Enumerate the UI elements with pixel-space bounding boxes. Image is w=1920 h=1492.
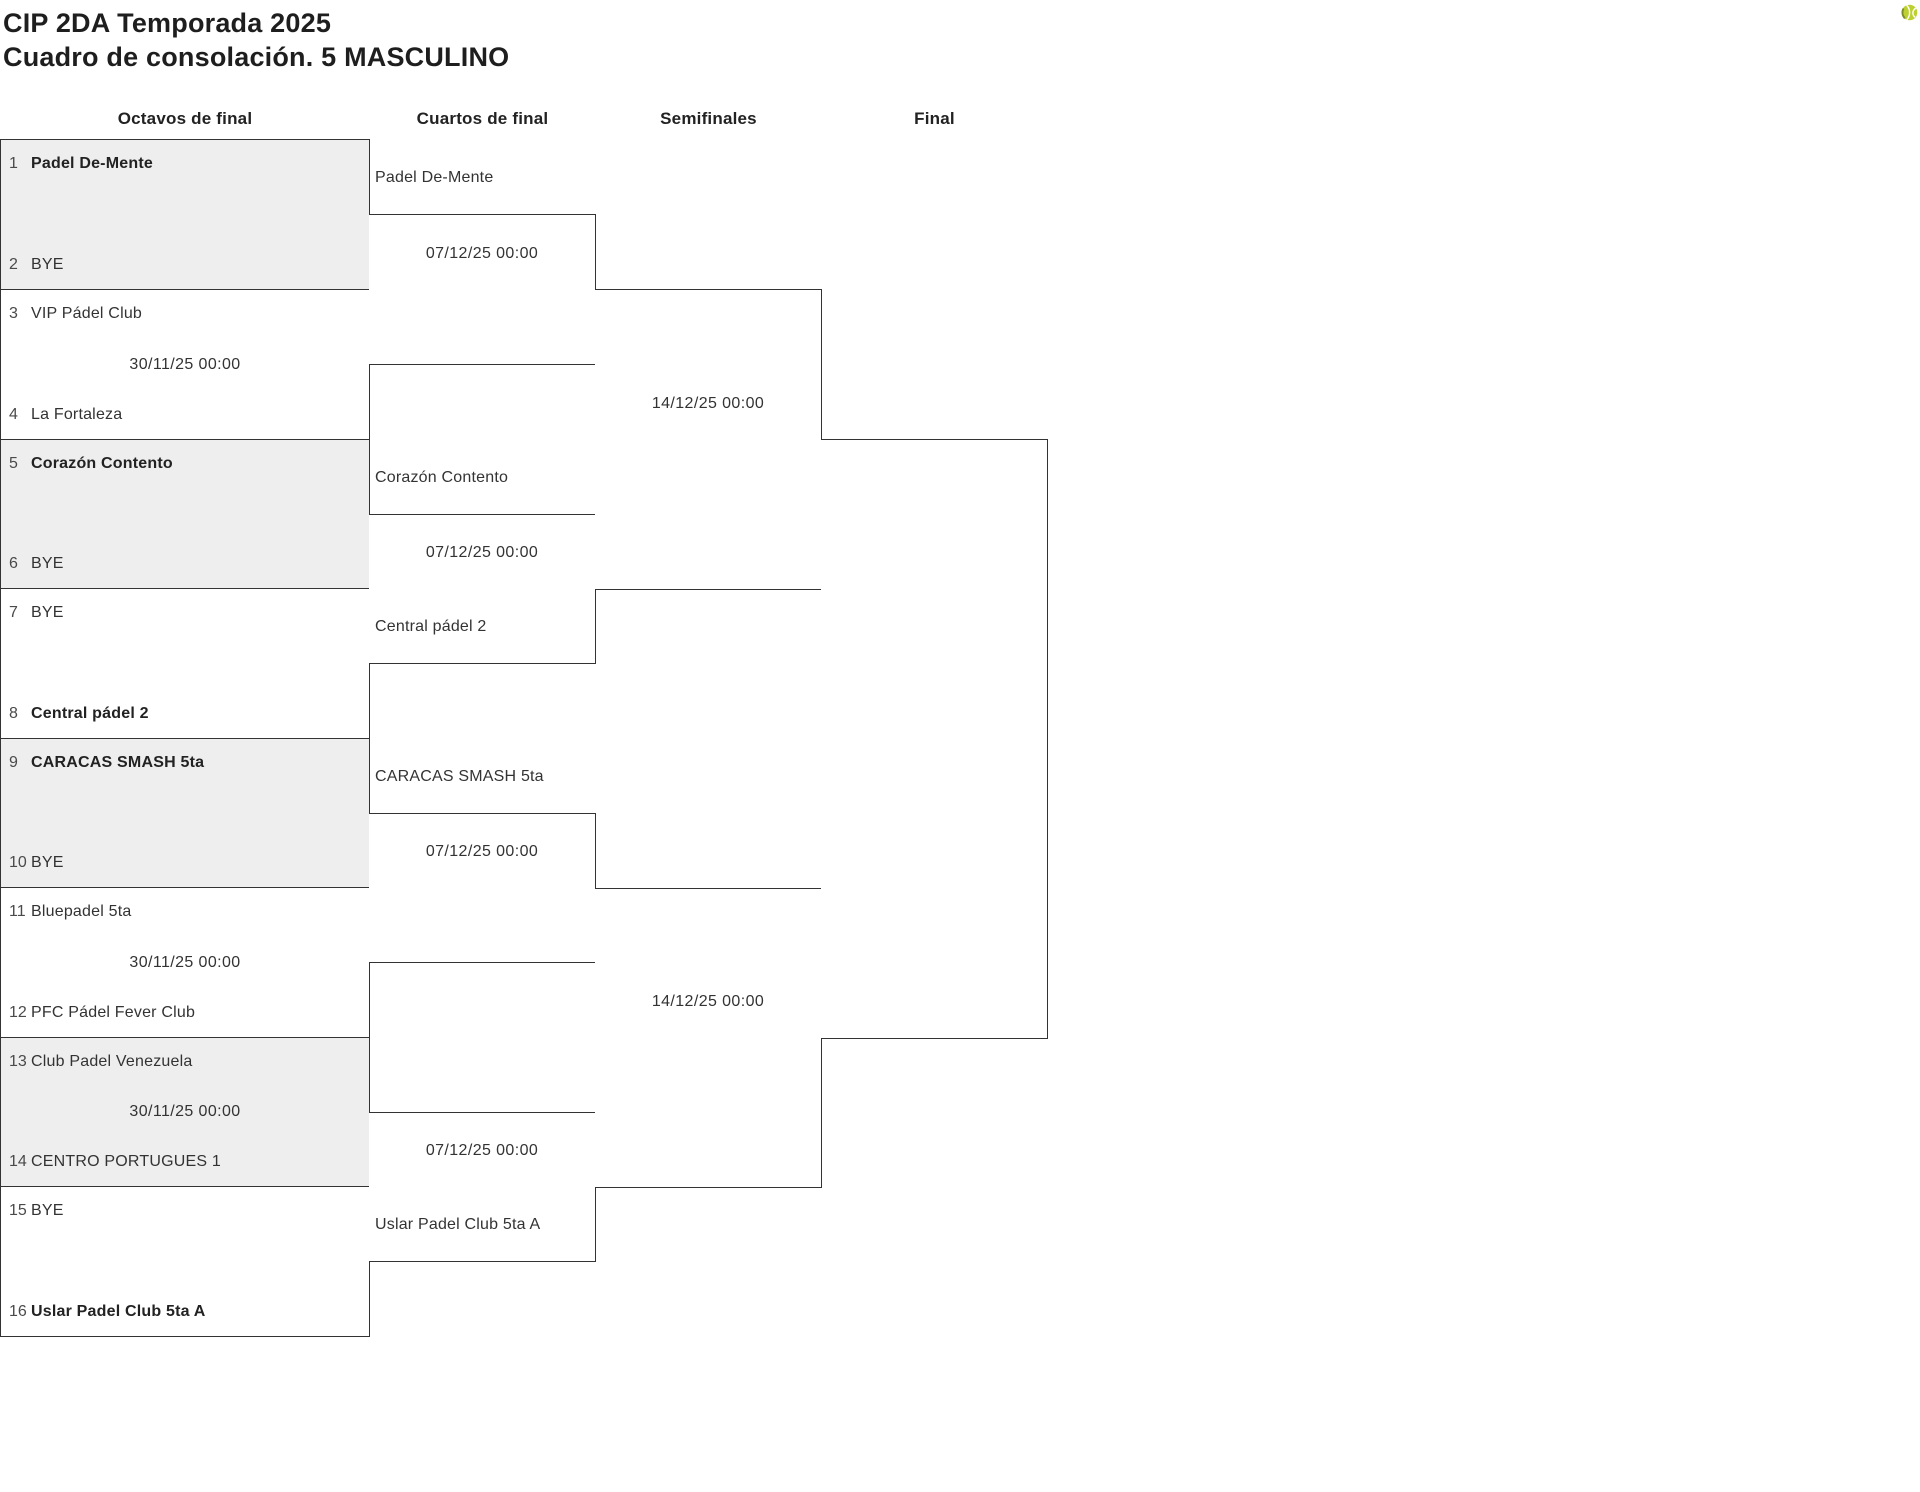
team-name: Padel De-Mente [31, 155, 153, 172]
match-octavos-4: 7 BYE 8 Central pádel 2 [0, 588, 370, 739]
team-seed: 15 [9, 1202, 27, 1219]
match-final [821, 439, 1048, 1039]
team-seed: 14 [9, 1153, 27, 1170]
team-slot: 2 BYE [9, 256, 363, 274]
team-name: BYE [31, 256, 64, 273]
team-seed: 5 [9, 455, 18, 472]
tennis-ball-icon [1901, 4, 1918, 21]
team-slot: 13 Club Padel Venezuela [9, 1053, 363, 1071]
match-cuartos-2: Corazón Contento 07/12/25 00:00 Central … [369, 469, 596, 664]
team-slot: 5 Corazón Contento [9, 455, 363, 473]
team-name: BYE [31, 604, 64, 621]
team-name: CENTRO PORTUGUES 1 [31, 1153, 221, 1170]
round-header-octavos: Octavos de final [117, 109, 253, 128]
team-name: Bluepadel 5ta [31, 903, 132, 920]
team-slot: 16 Uslar Padel Club 5ta A [9, 1303, 363, 1321]
match-cuartos-1: Padel De-Mente 07/12/25 00:00 [369, 169, 596, 365]
match-date: 30/11/25 00:00 [129, 1103, 241, 1120]
team-seed: 7 [9, 604, 18, 621]
match-date: 07/12/25 00:00 [425, 544, 539, 561]
team-slot: 9 CARACAS SMASH 5ta [9, 754, 363, 772]
team-seed: 16 [9, 1303, 27, 1320]
team-name: CARACAS SMASH 5ta [31, 754, 205, 771]
match-octavos-1: 1 Padel De-Mente 2 BYE [0, 139, 370, 290]
match-octavos-2: 3 VIP Pádel Club 30/11/25 00:00 4 La For… [0, 289, 370, 440]
match-octavos-7: 13 Club Padel Venezuela 30/11/25 00:00 1… [0, 1037, 370, 1187]
match-cuartos-3: CARACAS SMASH 5ta 07/12/25 00:00 [369, 768, 596, 963]
match-cuartos-4: 07/12/25 00:00 Uslar Padel Club 5ta A [369, 1112, 596, 1262]
team-slot: 12 PFC Pádel Fever Club [9, 1004, 363, 1022]
round-header-cuartos: Cuartos de final [416, 109, 549, 128]
team-slot: 15 BYE [9, 1202, 363, 1220]
team-slot: 10 BYE [9, 854, 363, 872]
match-semifinal-1: 14/12/25 00:00 [595, 289, 822, 590]
tournament-name: CIP 2DA Temporada 2025 [3, 8, 332, 38]
team-name: Uslar Padel Club 5ta A [31, 1303, 206, 1320]
team-seed: 3 [9, 305, 18, 322]
team-seed: 11 [9, 903, 26, 920]
team-seed: 8 [9, 705, 18, 722]
match-date: 07/12/25 00:00 [425, 244, 539, 262]
team-slot: 1 Padel De-Mente [9, 155, 363, 173]
team-name: Central pádel 2 [31, 705, 149, 722]
team-slot: 14 CENTRO PORTUGUES 1 [9, 1153, 363, 1171]
round-header-semifinales: Semifinales [660, 109, 757, 128]
team-seed: 9 [9, 754, 18, 771]
team-slot: 11 Bluepadel 5ta [9, 903, 363, 921]
team-name: BYE [31, 1202, 64, 1219]
team-name: CARACAS SMASH 5ta [375, 768, 544, 785]
team-seed: 1 [9, 155, 18, 172]
team-name: Corazón Contento [375, 469, 509, 486]
match-date: 30/11/25 00:00 [129, 953, 241, 971]
match-date: 07/12/25 00:00 [425, 843, 539, 860]
team-seed: 10 [9, 854, 27, 871]
team-name: BYE [31, 555, 64, 572]
team-name: La Fortaleza [31, 406, 123, 423]
match-octavos-8: 15 BYE 16 Uslar Padel Club 5ta A [0, 1186, 370, 1337]
team-name: Club Padel Venezuela [31, 1053, 193, 1070]
match-date: 07/12/25 00:00 [425, 1142, 539, 1159]
match-octavos-3: 5 Corazón Contento 6 BYE [0, 439, 370, 589]
team-name: Corazón Contento [31, 455, 173, 472]
match-octavos-6: 11 Bluepadel 5ta 30/11/25 00:00 12 PFC P… [0, 887, 370, 1038]
team-name: VIP Pádel Club [31, 305, 143, 322]
team-seed: 12 [9, 1004, 27, 1021]
match-date: 30/11/25 00:00 [129, 355, 241, 373]
team-seed: 2 [9, 256, 18, 273]
team-slot: 4 La Fortaleza [9, 406, 363, 424]
match-date: 14/12/25 00:00 [651, 394, 765, 412]
match-date: 14/12/25 00:00 [651, 993, 765, 1010]
match-semifinal-2: 14/12/25 00:00 [595, 888, 822, 1188]
team-slot: 8 Central pádel 2 [9, 705, 363, 723]
team-slot: 7 BYE [9, 604, 363, 622]
bracket-subtitle: Cuadro de consolación. 5 MASCULINO [3, 42, 510, 72]
team-seed: 4 [9, 406, 18, 423]
team-slot: 6 BYE [9, 555, 363, 573]
team-name: PFC Pádel Fever Club [31, 1004, 196, 1021]
team-seed: 6 [9, 555, 18, 572]
match-octavos-5: 9 CARACAS SMASH 5ta 10 BYE [0, 738, 370, 888]
team-name: Uslar Padel Club 5ta A [375, 1216, 541, 1233]
team-name: Padel De-Mente [375, 169, 494, 186]
round-header-final: Final [914, 109, 955, 128]
team-seed: 13 [9, 1053, 27, 1070]
team-name: BYE [31, 854, 64, 871]
team-slot: 3 VIP Pádel Club [9, 305, 363, 323]
team-name: Central pádel 2 [375, 618, 487, 635]
